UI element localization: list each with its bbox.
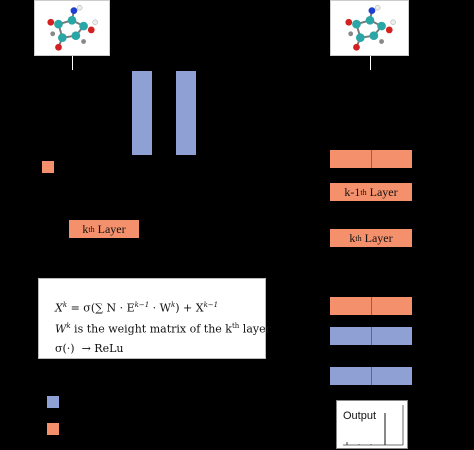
formula-line-3: σ(·) → ReLu — [55, 343, 124, 354]
formula-text: σ(·) — [55, 342, 75, 355]
edge-feature-bar — [132, 71, 152, 155]
formula-text: layer — [239, 322, 271, 336]
connector-line — [370, 56, 371, 70]
layer-prefix: k-1 — [344, 184, 361, 199]
connector-line — [72, 56, 73, 70]
right-layer-bar-blue — [330, 327, 412, 345]
layer-prefix: k — [82, 221, 89, 236]
formula-sup: k−1 — [203, 301, 219, 309]
formula-line-2: Wk is the weight matrix of the kth layer — [55, 323, 271, 335]
edge-feature-bar — [176, 71, 196, 155]
formula-symbol: X — [55, 301, 63, 315]
formula-sup: k — [170, 301, 176, 309]
layer-label: Layer — [369, 184, 398, 199]
right-layer-bar — [330, 297, 412, 315]
molecule-icon — [345, 5, 396, 51]
formula-text: · W — [149, 301, 171, 315]
input-molecule-image — [34, 0, 110, 56]
legend-square-orange — [47, 423, 59, 435]
layer-prefix: k — [349, 230, 356, 245]
layer-sup: th — [355, 233, 362, 243]
right-layer-bar-blue — [330, 367, 412, 385]
formula-text: ) + X — [175, 301, 204, 315]
formula-sup: th — [231, 322, 240, 330]
output-molecule-image — [330, 0, 409, 56]
formula-symbol: W — [55, 322, 67, 336]
legend-square-orange — [42, 161, 54, 173]
formula-line-1: Xk = σ(∑ N · Ek−1 · Wk) + Xk−1 — [55, 302, 218, 314]
formula-sup: k−1 — [134, 301, 150, 309]
formula-sup: k — [66, 322, 71, 330]
formula-text: is the weight matrix of the k — [70, 322, 232, 336]
layer-sup: th — [360, 187, 367, 197]
layer-sup: th — [88, 224, 95, 234]
molecule-icon — [47, 5, 98, 51]
output-title: Output — [343, 410, 377, 422]
legend-square-blue — [47, 396, 59, 408]
formula-text: → ReLu — [81, 342, 124, 355]
right-layer-bar — [330, 150, 412, 168]
formula-box: Xk = σ(∑ N · Ek−1 · Wk) + Xk−1 Wk is the… — [38, 278, 271, 359]
formula-text: = σ(∑ N · E — [67, 301, 135, 315]
formula-sup: k — [62, 301, 68, 309]
layer-label: Layer — [364, 230, 393, 245]
output-plot: Output — [336, 400, 408, 449]
output-spectrum-icon — [343, 405, 404, 446]
layer-label: Layer — [97, 221, 126, 236]
